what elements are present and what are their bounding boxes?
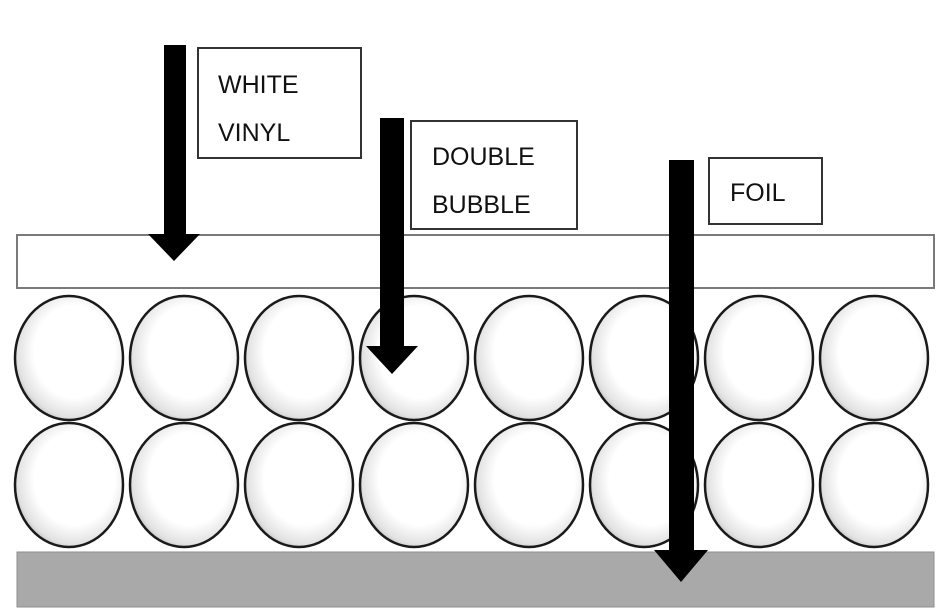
bubble bbox=[818, 294, 930, 422]
double-bubble-label: DOUBLE BUBBLE bbox=[410, 120, 578, 230]
bubble bbox=[128, 294, 240, 422]
foil-label: FOIL bbox=[708, 157, 823, 225]
bubble bbox=[703, 294, 815, 422]
double-bubble-label-line-2: BUBBLE bbox=[432, 191, 531, 219]
bubble bbox=[13, 294, 125, 422]
foil-arrow bbox=[654, 160, 708, 582]
white-vinyl-label-line-1: WHITE bbox=[218, 71, 299, 99]
bubble bbox=[703, 421, 815, 549]
double-bubble-label-line-1: DOUBLE bbox=[432, 143, 535, 171]
double-bubble-layer bbox=[13, 294, 930, 549]
white-vinyl-layer bbox=[16, 234, 935, 289]
bubble bbox=[818, 421, 930, 549]
white-vinyl-label-line-2: VINYL bbox=[218, 119, 290, 147]
white-vinyl-label: WHITE VINYL bbox=[197, 47, 362, 159]
bubble bbox=[358, 294, 470, 422]
foil-layer bbox=[16, 551, 935, 608]
bubble bbox=[128, 421, 240, 549]
foil-label-line-1: FOIL bbox=[730, 179, 786, 207]
bubble bbox=[473, 421, 585, 549]
bubble bbox=[358, 421, 470, 549]
double-bubble-arrow bbox=[366, 118, 418, 374]
bubble bbox=[13, 421, 125, 549]
bubble bbox=[473, 294, 585, 422]
bubble bbox=[243, 294, 355, 422]
white-vinyl-arrow bbox=[148, 45, 200, 261]
bubble bbox=[243, 421, 355, 549]
